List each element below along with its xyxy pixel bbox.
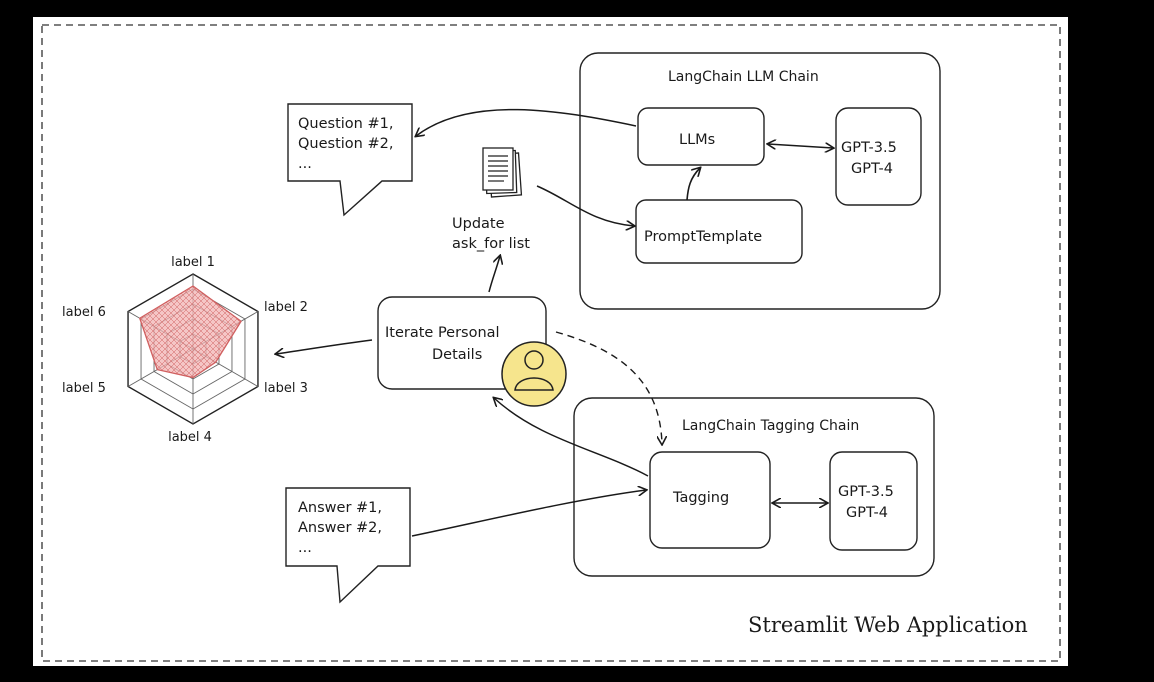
iterate-to-update-arrow [488, 256, 500, 293]
tagging-chain-container [573, 397, 935, 577]
user-icon [501, 341, 567, 407]
prompt-to-llms-arrow [686, 168, 700, 201]
questions-bubble [287, 103, 413, 217]
app-title: Streamlit Web Application [748, 613, 1028, 637]
iterate-to-tagging-dashed-arrow [555, 331, 662, 444]
llm-models-box [835, 107, 922, 206]
radar-chart: label 1 label 2 label 3 label 4 label 5 label… [62, 255, 308, 445]
llm-chain-title: LangChain LLM Chain [668, 69, 819, 85]
llms-label: LLMs [679, 132, 715, 148]
tagging-chain-title: LangChain Tagging Chain [682, 418, 859, 434]
llm-chain-container [579, 52, 941, 310]
radar-label-3: label 3 [264, 381, 308, 396]
answer-line-3: ... [298, 540, 312, 556]
update-note-line-2: ask_for list [452, 236, 530, 252]
llms-to-questions-arrow [416, 108, 637, 136]
tagging-models-box [829, 451, 918, 551]
radar-label-6: label 6 [62, 305, 106, 320]
answer-line-2: Answer #2, [298, 520, 382, 536]
radar-label-2: label 2 [264, 300, 308, 315]
radar-label-4: label 4 [168, 430, 212, 445]
iterate-to-radar-arrow [276, 339, 373, 354]
llm-model-2: GPT-4 [851, 161, 893, 177]
question-line-2: Question #2, [298, 136, 393, 152]
answers-bubble [285, 487, 411, 604]
question-line-3: ... [298, 156, 312, 172]
tagging-model-2: GPT-4 [846, 505, 888, 521]
llm-model-1: GPT-3.5 [841, 140, 897, 156]
answers-to-tagging-arrow [411, 490, 646, 537]
llms-models-arrow [768, 144, 833, 148]
tagging-box [649, 451, 771, 549]
app-frame [41, 24, 1061, 662]
update-note-line-1: Update [452, 216, 505, 232]
llms-box [637, 107, 765, 166]
prompt-template-label: PromptTemplate [644, 229, 762, 245]
doc-to-prompt-arrow [536, 185, 634, 226]
radar-label-5: label 5 [62, 381, 106, 396]
tagging-label: Tagging [672, 490, 729, 506]
answer-line-1: Answer #1, [298, 500, 382, 516]
tagging-to-iterate-arrow [494, 398, 649, 477]
question-line-1: Question #1, [298, 116, 393, 132]
radar-label-1: label 1 [171, 255, 215, 270]
prompt-template-box [635, 199, 803, 264]
tagging-model-1: GPT-3.5 [838, 484, 894, 500]
iterate-line-2: Details [432, 347, 482, 363]
iterate-line-1: Iterate Personal [385, 325, 500, 341]
document-stack-icon [482, 147, 523, 198]
